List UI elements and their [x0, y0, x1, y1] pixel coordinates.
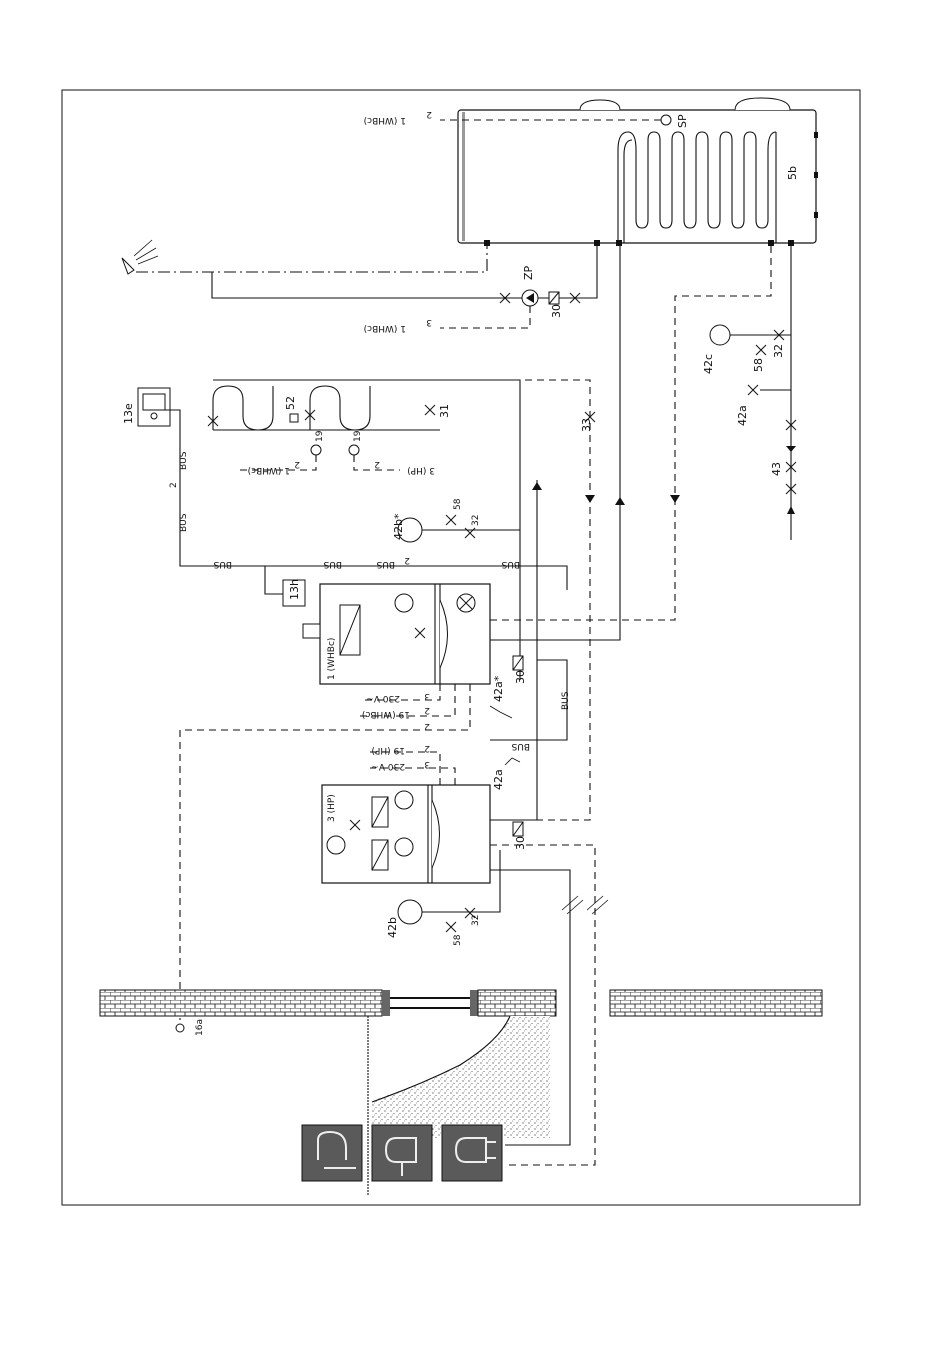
temp-sensor-19b-icon [349, 445, 359, 455]
outdoor-sensor-label: 16a [195, 1019, 205, 1036]
underfloor-loop-2 [310, 386, 370, 430]
room-ctrl-label: 13e [122, 403, 135, 424]
tank-label: 5b [786, 166, 799, 180]
count-19a-label: 2 [294, 459, 300, 469]
tank-sensor-line-label: 1 (WHBc) [364, 115, 406, 125]
air-source-icon [302, 1125, 362, 1181]
expansion-42c-label: 42c [702, 354, 715, 374]
bus-vert-label: BUS [561, 691, 571, 710]
circulation-pump: ZP 30 3 1 (WHBc) [364, 246, 597, 333]
check-valve-tank-label: 30 [550, 304, 563, 318]
tank-sensor-line-count: 2 [426, 109, 432, 119]
ground-probe-icon [372, 1125, 432, 1181]
boiler-count1-label: 3 [424, 691, 430, 701]
hp-count1-label: 2 [424, 743, 430, 753]
valve-32-right-label: 32 [772, 344, 785, 358]
valve-58-mid-label: 58 [453, 498, 463, 510]
bus-hp-label: BUS [511, 741, 530, 751]
storage-tank: 5b SP 2 1 (WHBc) [364, 98, 818, 246]
sensor-19b-label: 19 [353, 430, 363, 442]
valve-58-hp-label: 58 [453, 934, 463, 946]
sensor-19a-label: 19 [315, 430, 325, 442]
bus-count-label: 2 [169, 482, 179, 488]
valve-58-right-label: 58 [752, 358, 765, 372]
bus-mid2-label: BUS [323, 559, 342, 569]
underfloor-loop-1 [213, 386, 273, 430]
bus-mid3-label: BUS [376, 559, 395, 569]
bus1-label: BUS [179, 451, 189, 470]
boiler-count2-label: 2 [424, 705, 430, 715]
boiler-count3-label: 2 [424, 721, 430, 731]
zp-line-count: 3 [426, 317, 432, 327]
safety-42a-right-label: 42a [736, 405, 749, 426]
bus2-label: BUS [179, 513, 189, 532]
bus-mid4-label: BUS [501, 559, 520, 569]
boiler-label: 1 (WHBc) [327, 638, 337, 680]
check-30-hp-label: 30 [514, 836, 527, 850]
flow-line-hp [490, 480, 537, 820]
valve-33-label: 33 [580, 418, 593, 432]
hp-19-label: 19 (HP) [371, 745, 405, 755]
ground-collector-icon [442, 1125, 502, 1181]
hp-230-label: 230 V~ [371, 761, 405, 771]
expansion-42b-star-label: 42b* [392, 513, 405, 540]
count-19b-label: 2 [374, 459, 380, 469]
hp-count2-label: 3 [424, 759, 430, 769]
shower-icon [122, 240, 500, 298]
zp-label: ZP [522, 265, 535, 280]
module-13h-label: 13h [288, 579, 301, 600]
valve-32-hp-label: 32 [471, 915, 481, 926]
boiler-230-label: 230 V~ [366, 693, 400, 703]
mixer-52-label: 52 [284, 396, 297, 410]
safety-42a-hp-label: 42a [492, 769, 505, 790]
tank-sensor-label: SP [676, 114, 689, 128]
bus-mid-count-label: 2 [404, 555, 410, 565]
safety-42a-star-label: 42a* [492, 675, 505, 702]
valve-43-label: 43 [770, 462, 783, 476]
expansion-42b-label: 42b [386, 917, 399, 938]
temp-sensor-19a-icon [311, 445, 321, 455]
tank-sensor-icon [661, 115, 671, 125]
zp-line-label: 1 (WHBc) [364, 323, 406, 333]
line-19b-label: 3 (HP) [407, 465, 435, 475]
hp-label: 3 (HP) [327, 794, 337, 822]
check-30-boiler-label: 30 [514, 670, 527, 684]
ground-fill [372, 1016, 550, 1138]
outdoor-sensor-icon [176, 1024, 184, 1032]
valve-31-label: 31 [438, 404, 451, 418]
line-19a-label: 1 (WHBc) [248, 465, 290, 475]
expansion-42b-star: 42b* 58 32 [392, 498, 520, 542]
boiler-19-label: 19 (WHBc) [362, 709, 410, 719]
valve-32-mid-label: 32 [471, 515, 481, 526]
bus-mid1-label: BUS [213, 559, 232, 569]
